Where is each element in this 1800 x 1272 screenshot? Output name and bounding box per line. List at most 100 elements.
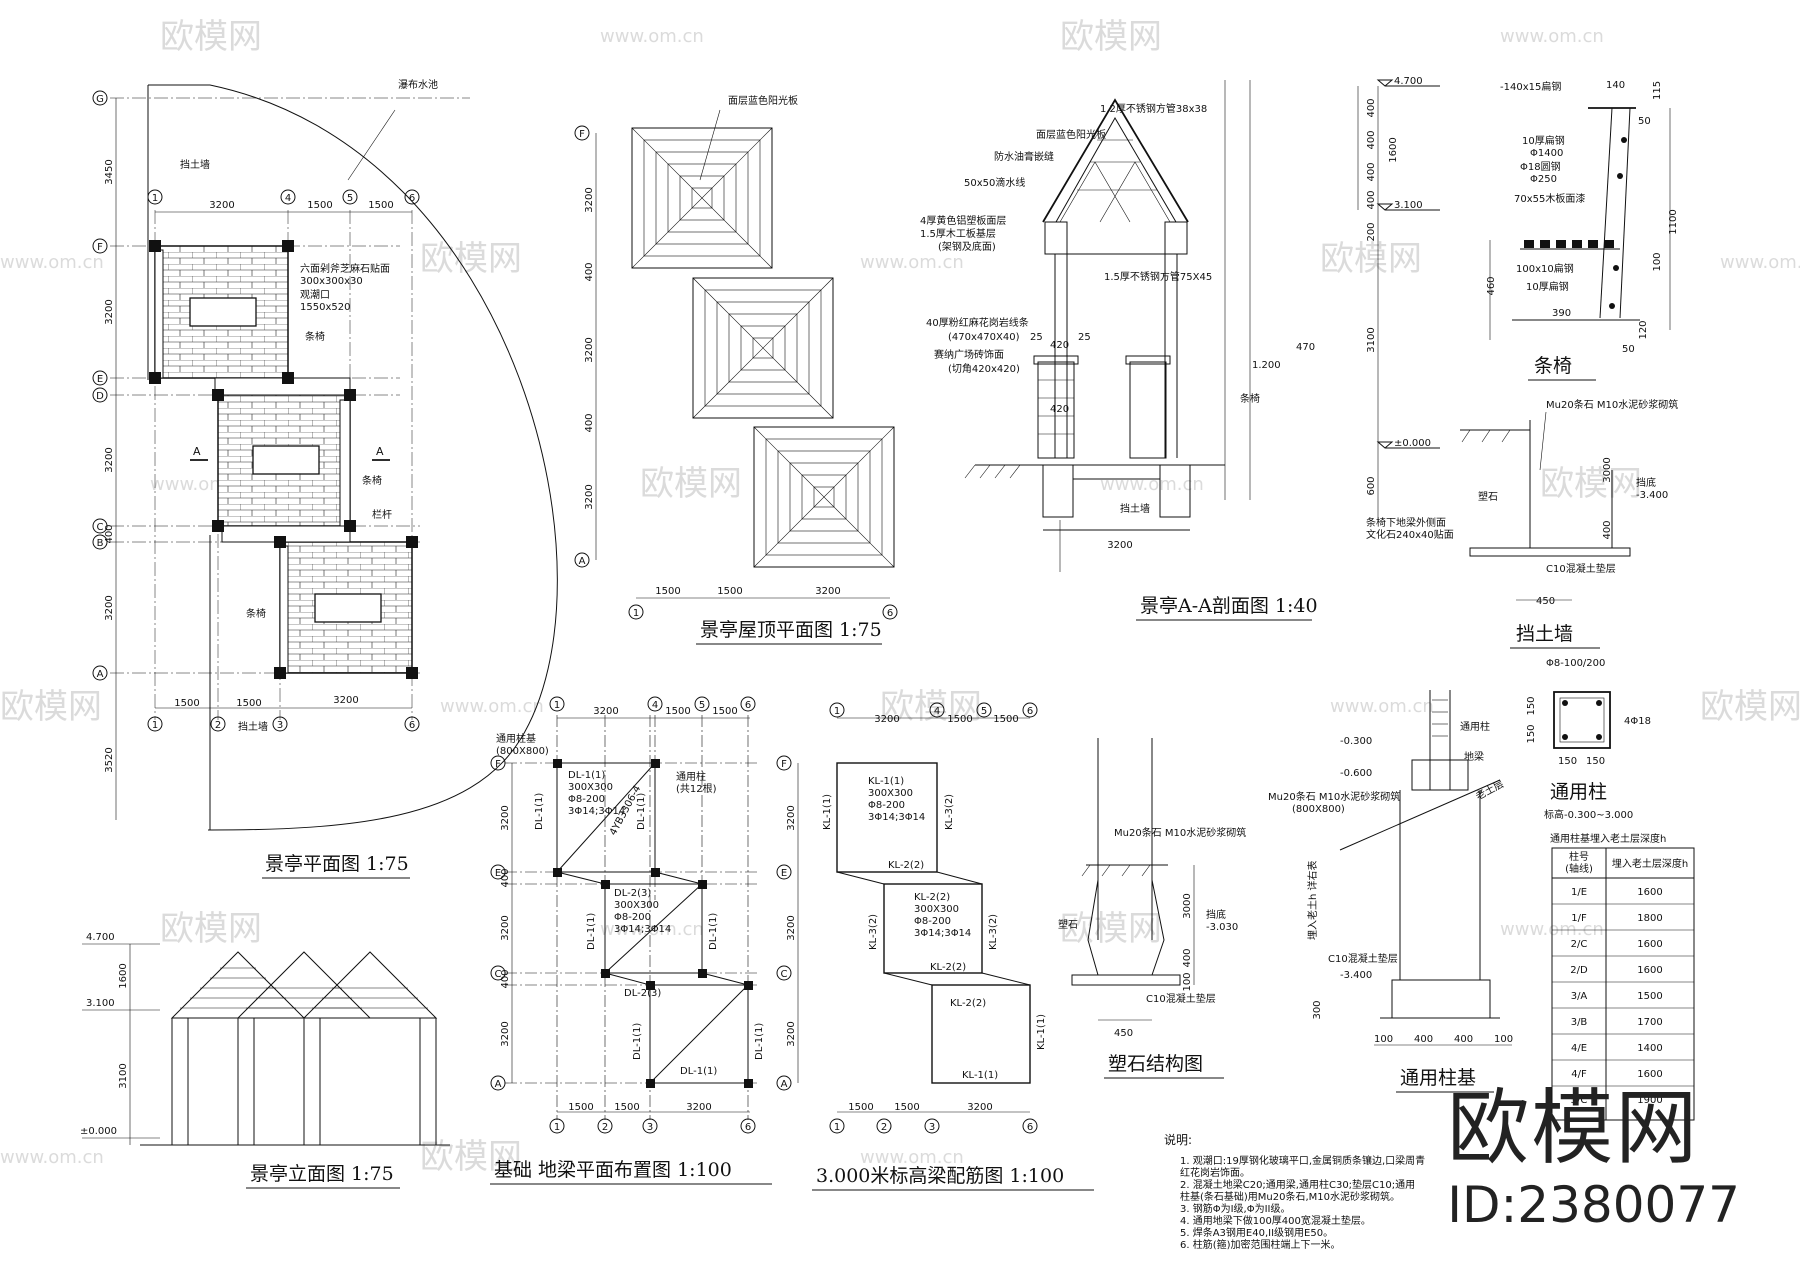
label-viewing-size: 1550x520: [300, 302, 350, 313]
table-cell: 1500: [1637, 991, 1662, 1002]
dim: 1500: [614, 1102, 639, 1113]
grid-bubble: 3: [647, 1122, 653, 1133]
grid-bubble: 4: [285, 193, 291, 204]
callout: 挡土墙: [1120, 502, 1150, 515]
dim: 25: [1030, 332, 1043, 343]
dim: 470: [1296, 342, 1315, 353]
callout: Φ8-100/200: [1546, 658, 1605, 669]
callout: Φ8-200: [868, 800, 905, 811]
dim: 200: [1366, 222, 1377, 241]
note-line: 红花岗岩饰面。: [1180, 1166, 1250, 1179]
callout: KL-1(1): [868, 776, 904, 787]
notes-heading: 说明:: [1164, 1132, 1192, 1147]
elevation-title: 景亭立面图 1:75: [250, 1163, 394, 1185]
callout: 70x55木板面漆: [1514, 192, 1585, 205]
section-view: 3200 1.2厚不锈钢方管38x38 面层蓝色阳光板 防水油膏嵌缝 50x50…: [920, 76, 1454, 621]
dim: 400: [1414, 1034, 1433, 1045]
dim: 3200: [500, 915, 511, 940]
callout: 防水油膏嵌缝: [994, 150, 1054, 163]
callout: 挡底: [1206, 908, 1226, 921]
dim: 3000: [1602, 457, 1613, 482]
grid-bubble: C: [97, 522, 104, 533]
dim: 1500: [236, 698, 261, 709]
callout: 300X300: [568, 782, 613, 793]
callout: DL-2(3): [614, 888, 651, 899]
callout: Φ18圆钢: [1520, 160, 1561, 173]
dim: 1500: [717, 586, 742, 597]
dim: 100: [1374, 1034, 1393, 1045]
label-waterfall-pool: 瀑布水池: [398, 78, 438, 91]
foundation-grid-bubbles: 1 4 5 6 1 2 3 6 F E C A: [490, 696, 756, 1134]
grid-bubble: E: [97, 374, 103, 385]
callout: DL-1(1): [754, 1023, 765, 1060]
elevation-mark: -0.300: [1340, 736, 1372, 747]
table-header: (轴线): [1565, 862, 1593, 875]
elevation-mark: ±0.000: [1394, 438, 1431, 449]
label-railing: 栏杆: [372, 508, 392, 521]
dim: 1500: [848, 1102, 873, 1113]
watermark-brand: 欧模网: [1060, 909, 1162, 949]
callout: Φ1400: [1530, 148, 1563, 159]
grid-bubble: 2: [215, 720, 221, 731]
dim: -3.030: [1206, 922, 1238, 933]
note-line: 4. 通用地梁下做100厚400宽混凝土垫层。: [1180, 1214, 1371, 1227]
pool-outline: [148, 84, 558, 831]
roof-pyramid: [631, 127, 773, 269]
plan-row-bubbles: G F E D C B A: [92, 90, 108, 681]
grid-bubble: 5: [347, 193, 353, 204]
callout: (470x470X40): [948, 332, 1020, 343]
dim: 400: [500, 969, 511, 988]
dim: 1500: [307, 200, 332, 211]
grid-bubble: 2: [602, 1122, 608, 1133]
callout: KL-3(2): [944, 794, 955, 830]
watermark-url: www.om.cn: [860, 1147, 964, 1168]
grid-bubble: 1: [152, 193, 158, 204]
dim: 400: [1182, 948, 1193, 967]
grid-bubble: 6: [745, 700, 751, 711]
table-cell: 4/F: [1571, 1069, 1587, 1080]
leader: [347, 109, 396, 181]
roof-top-label: 面层蓝色阳光板: [728, 94, 798, 107]
dim: 3200: [104, 299, 115, 324]
grid-bubble: 4: [652, 700, 658, 711]
note-line: 2. 混凝土地梁C20;通用梁,通用柱C30;垫层C10;通用: [1180, 1178, 1415, 1191]
bench-detail: -140x15扁钢 10厚扁钢 Φ1400 Φ18圆钢 Φ250 70x55木板…: [1486, 80, 1679, 381]
dim: 100: [1182, 972, 1193, 991]
callout: 地梁: [1464, 750, 1484, 763]
watermark-url: www.om.cn: [0, 252, 104, 273]
callout: 通用柱: [1460, 720, 1490, 733]
watermark-brand: 欧模网: [1060, 17, 1162, 57]
dim: 3200: [500, 805, 511, 830]
table-cell: 1600: [1637, 1069, 1662, 1080]
bench-title: 条椅: [1534, 355, 1572, 377]
callout: 1.2厚不锈钢方管38x38: [1100, 102, 1207, 115]
watermark-url: www.om.cn: [440, 696, 544, 717]
roof-pyramid: [692, 277, 834, 419]
grid-bubble: A: [781, 1079, 788, 1090]
dim: 3200: [584, 484, 595, 509]
foundation-title: 基础 地梁平面布置图 1:100: [494, 1159, 732, 1181]
rock-structure-detail: Mu20条石 M10水泥砂浆砌筑 塑石 挡底 -3.030 C10混凝土垫层 3…: [1058, 738, 1246, 1079]
label-bench: 条椅: [246, 607, 266, 620]
retaining-wall-detail: Mu20条石 M10水泥砂浆砌筑 塑石 挡底 -3.400 C10混凝土垫层 3…: [1460, 398, 1678, 649]
table-cell: 2/D: [1570, 965, 1588, 976]
watermark-url: www.om.cn: [1720, 252, 1800, 273]
grid-bubble: F: [781, 759, 787, 770]
table-cell: 1800: [1637, 913, 1662, 924]
table-title: 通用柱基埋入老土层深度h: [1550, 832, 1666, 845]
grid-bubble: A: [97, 669, 104, 680]
grid-bubble: 6: [409, 193, 415, 204]
callout: Mu20条石 M10水泥砂浆砌筑: [1114, 826, 1246, 839]
dim: 420: [1050, 404, 1069, 415]
dim: 1100: [1668, 209, 1679, 234]
table-cell: 1600: [1637, 887, 1662, 898]
note-line: 6. 柱筋(箍)加密范围柱端上下一米。: [1180, 1238, 1341, 1251]
note-line: 1. 观潮口:19厚钢化玻璃平口,金属铜质条镶边,口梁周青: [1180, 1154, 1425, 1167]
dim: 50: [1638, 116, 1651, 127]
dim: 3200: [104, 447, 115, 472]
table-cell: 2/C: [1571, 939, 1588, 950]
note-line: 3. 钢筋Φ为I级,Φ为II级。: [1180, 1202, 1291, 1215]
dim: 300: [1312, 1000, 1323, 1019]
label-bench: 条椅: [362, 474, 382, 487]
